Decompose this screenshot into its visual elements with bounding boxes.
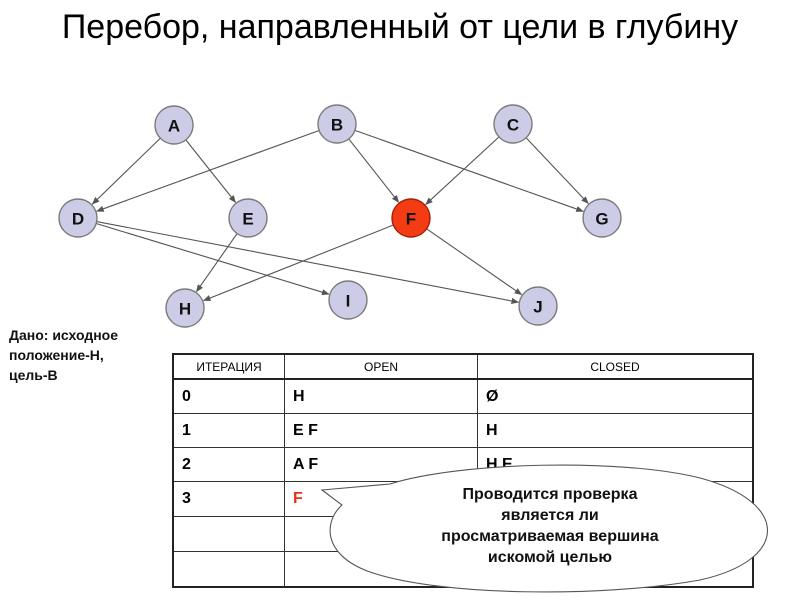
edge-b-g xyxy=(354,129,584,212)
edge-c-f xyxy=(425,136,500,205)
node-a: A xyxy=(154,105,194,145)
node-circle xyxy=(518,286,558,326)
table-header-row: ИТЕРАЦИЯ OPEN CLOSED xyxy=(172,353,754,380)
node-label: H xyxy=(179,300,191,319)
cell-iteration xyxy=(172,551,285,588)
given-line: положение-H, xyxy=(9,347,104,363)
node-label: E xyxy=(242,210,253,229)
node-g: G xyxy=(582,198,622,238)
cell-iteration: 1 xyxy=(172,413,285,448)
node-e: E xyxy=(228,198,268,238)
edge-d-i xyxy=(96,222,330,296)
node-circle xyxy=(328,280,368,320)
edges-layer xyxy=(91,129,589,304)
slide-title: Перебор, направленный от цели в глубину xyxy=(61,8,739,46)
node-label: D xyxy=(72,210,84,229)
cell-closed: H E xyxy=(477,447,754,482)
node-circle xyxy=(582,198,622,238)
node-b: B xyxy=(317,104,357,144)
edge-a-e xyxy=(185,139,237,203)
node-label: A xyxy=(168,117,180,136)
node-label: I xyxy=(346,292,351,311)
node-label: G xyxy=(595,210,608,229)
node-circle xyxy=(317,104,357,144)
cell-open: A F xyxy=(284,447,478,482)
node-circle xyxy=(165,288,205,328)
cell-open: H xyxy=(284,378,478,414)
nodes-layer: A B C D E F G H I J xyxy=(58,104,622,328)
table-row: 0 H Ø xyxy=(172,378,754,414)
edge-e-h xyxy=(196,233,238,293)
cell-closed: Ø xyxy=(477,378,754,414)
node-j: J xyxy=(518,286,558,326)
given-line: Дано: исходное xyxy=(9,327,119,343)
header-iteration: ИТЕРАЦИЯ xyxy=(172,353,285,380)
callout-line: просматриваемая вершина xyxy=(441,528,659,545)
edge-d-j xyxy=(96,221,520,304)
header-closed: CLOSED xyxy=(477,353,754,380)
edge-c-g xyxy=(525,137,589,205)
edge-a-d xyxy=(91,137,161,205)
edge-b-f xyxy=(348,138,400,203)
cell-iteration xyxy=(172,516,285,552)
edge-b-d xyxy=(96,129,320,212)
node-circle xyxy=(493,104,533,144)
node-circle xyxy=(58,198,98,238)
cell-closed: H xyxy=(477,413,754,448)
node-d: D xyxy=(58,198,98,238)
callout-line: является ли xyxy=(501,507,599,524)
node-label: B xyxy=(331,116,343,135)
node-circle xyxy=(228,198,268,238)
given-conditions: Дано: исходное положение-H, цель-B xyxy=(9,325,179,385)
callout-text: Проводится проверка является ли просматр… xyxy=(380,484,720,568)
node-label: J xyxy=(533,298,542,317)
node-h: H xyxy=(165,288,205,328)
header-open: OPEN xyxy=(284,353,478,380)
callout-line: искомой целью xyxy=(487,549,613,566)
graph-diagram: A B C D E F G H I J xyxy=(58,104,622,328)
node-circle xyxy=(391,198,431,238)
node-f: F xyxy=(391,198,431,238)
cell-iteration: 2 xyxy=(172,447,285,482)
node-circle xyxy=(154,105,194,145)
cell-open: E F xyxy=(284,413,478,448)
node-c: C xyxy=(493,104,533,144)
table-row: 1 E F H xyxy=(172,413,754,448)
edge-f-h xyxy=(202,224,394,302)
edge-f-j xyxy=(426,228,523,296)
callout-line: Проводится проверка xyxy=(462,486,638,503)
node-i: I xyxy=(328,280,368,320)
node-label: C xyxy=(507,116,519,135)
given-line: цель-B xyxy=(9,367,58,383)
table-row: 2 A F H E xyxy=(172,447,754,482)
cell-iteration: 3 xyxy=(172,481,285,517)
cell-iteration: 0 xyxy=(172,378,285,414)
node-label: F xyxy=(406,210,416,229)
